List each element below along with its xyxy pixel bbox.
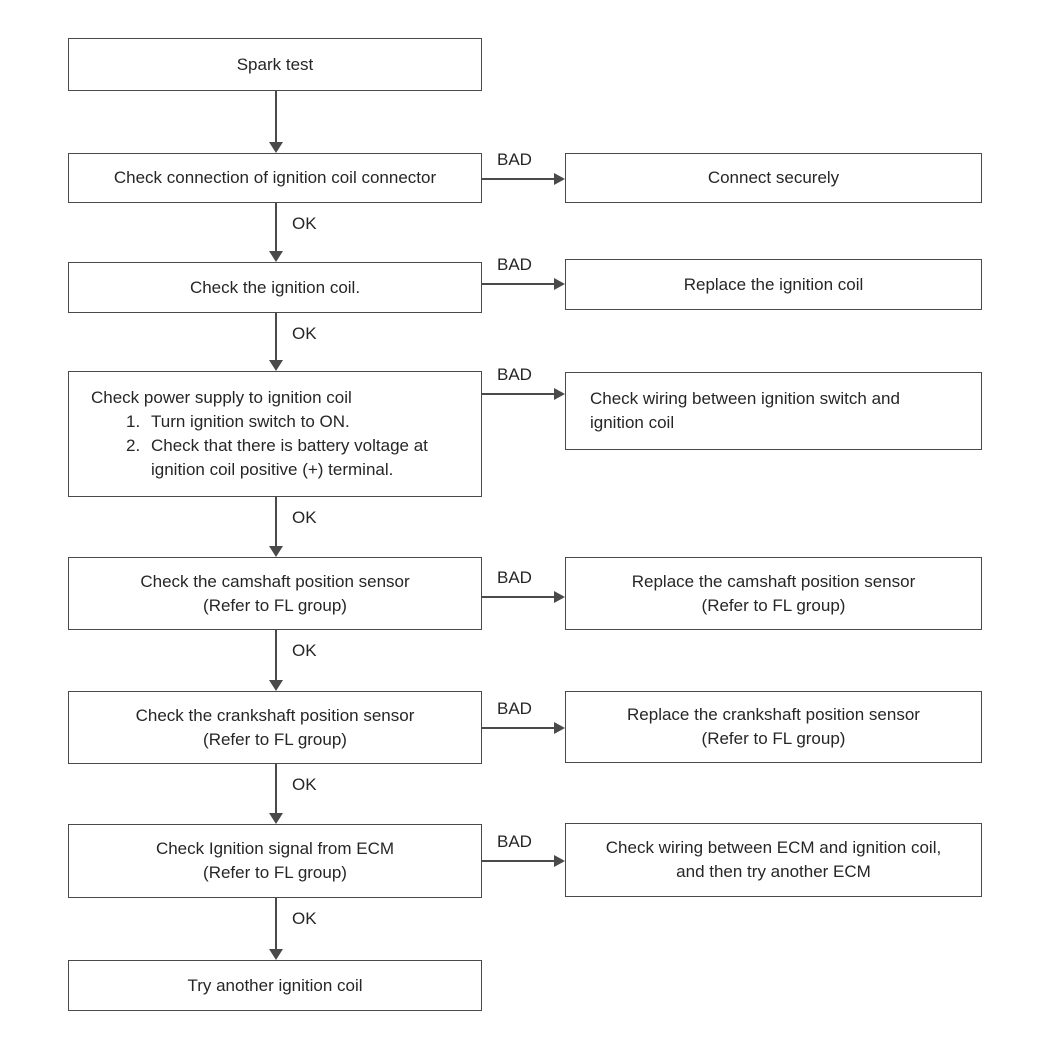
- node-label: Check wiring between ignition switch and: [590, 389, 900, 408]
- bad-arrow-line: [482, 393, 554, 395]
- step-text: Check that there is battery voltage at i…: [151, 434, 428, 482]
- node-replace-crankshaft-sensor: Replace the crankshaft position sensor (…: [565, 691, 982, 763]
- step-text-line: ignition coil positive (+) terminal.: [151, 460, 394, 479]
- node-check-wiring-ecm: Check wiring between ECM and ignition co…: [565, 823, 982, 897]
- node-try-another-coil: Try another ignition coil: [68, 960, 482, 1011]
- right-arrowhead-icon: [554, 278, 565, 290]
- node-check-camshaft-sensor: Check the camshaft position sensor (Refe…: [68, 557, 482, 630]
- ok-edge-label: OK: [292, 641, 317, 660]
- node-label: Spark test: [236, 54, 314, 74]
- bad-arrow-line: [482, 178, 554, 180]
- node-check-power-supply: Check power supply to ignition coil 1. T…: [68, 371, 482, 497]
- bad-arrow-line: [482, 727, 554, 729]
- step-text: Turn ignition switch to ON.: [151, 412, 350, 431]
- node-label: Try another ignition coil: [187, 975, 363, 995]
- node-label: Check the ignition coil.: [189, 277, 361, 297]
- node-label: (Refer to FL group): [203, 595, 347, 615]
- node-label: Check wiring between ECM and ignition co…: [605, 838, 942, 857]
- bad-edge-label: BAD: [497, 832, 532, 851]
- down-arrow-line: [275, 764, 277, 813]
- node-label: Check connection of ignition coil connec…: [113, 168, 437, 187]
- node-label: Replace the ignition coil: [683, 274, 864, 294]
- bad-edge-label: BAD: [497, 365, 532, 384]
- down-arrow-line: [275, 313, 277, 360]
- node-check-wiring-switch: Check wiring between ignition switch and…: [565, 372, 982, 450]
- down-arrowhead-icon: [269, 949, 283, 960]
- node-label: Check the camshaft position sensor: [140, 571, 410, 591]
- node-check-connection: Check connection of ignition coil connec…: [68, 153, 482, 203]
- down-arrowhead-icon: [269, 360, 283, 371]
- node-label: Connect securely: [707, 168, 840, 187]
- node-label: Check Ignition signal from ECM: [155, 839, 395, 858]
- down-arrow-line: [275, 898, 277, 949]
- step-number: 1.: [126, 412, 141, 431]
- right-arrowhead-icon: [554, 173, 565, 185]
- node-label: Check the crankshaft position sensor: [135, 705, 415, 725]
- node-check-crankshaft-sensor: Check the crankshaft position sensor (Re…: [68, 691, 482, 764]
- down-arrow-line: [275, 497, 277, 546]
- node-connect-securely: Connect securely: [565, 153, 982, 203]
- down-arrow-line: [275, 203, 277, 251]
- ok-edge-label: OK: [292, 909, 317, 928]
- bad-edge-label: BAD: [497, 255, 532, 274]
- numbered-step: 2. Check that there is battery voltage a…: [126, 434, 428, 482]
- node-label: ignition coil: [590, 413, 675, 432]
- ok-edge-label: OK: [292, 214, 317, 233]
- step-number: 2.: [126, 436, 141, 455]
- node-replace-camshaft-sensor: Replace the camshaft position sensor (Re…: [565, 557, 982, 630]
- bad-edge-label: BAD: [497, 150, 532, 169]
- bad-arrow-line: [482, 283, 554, 285]
- node-replace-ignition-coil: Replace the ignition coil: [565, 259, 982, 310]
- node-label: (Refer to FL group): [701, 729, 846, 748]
- right-arrowhead-icon: [554, 591, 565, 603]
- down-arrowhead-icon: [269, 546, 283, 557]
- right-arrowhead-icon: [554, 388, 565, 400]
- ok-edge-label: OK: [292, 508, 317, 527]
- node-check-ecm-signal: Check Ignition signal from ECM (Refer to…: [68, 824, 482, 898]
- right-arrowhead-icon: [554, 722, 565, 734]
- node-spark-test: Spark test: [68, 38, 482, 91]
- node-label: Replace the crankshaft position sensor: [627, 705, 920, 724]
- node-label: Check power supply to ignition coil: [91, 388, 352, 407]
- ok-edge-label: OK: [292, 775, 317, 794]
- ok-edge-label: OK: [292, 324, 317, 343]
- down-arrowhead-icon: [269, 813, 283, 824]
- node-label: and then try another ECM: [676, 862, 871, 881]
- down-arrowhead-icon: [269, 142, 283, 153]
- down-arrowhead-icon: [269, 251, 283, 262]
- down-arrowhead-icon: [269, 680, 283, 691]
- step-text-line: Check that there is battery voltage at: [151, 436, 428, 455]
- node-check-ignition-coil: Check the ignition coil.: [68, 262, 482, 313]
- node-label: (Refer to FL group): [203, 729, 347, 749]
- node-label: (Refer to FL group): [701, 595, 846, 615]
- numbered-step: 1. Turn ignition switch to ON.: [126, 410, 350, 434]
- bad-edge-label: BAD: [497, 699, 532, 718]
- bad-edge-label: BAD: [497, 568, 532, 587]
- down-arrow-line: [275, 91, 277, 142]
- right-arrowhead-icon: [554, 855, 565, 867]
- node-label: Replace the camshaft position sensor: [631, 571, 916, 591]
- node-label: (Refer to FL group): [203, 863, 347, 882]
- down-arrow-line: [275, 630, 277, 680]
- bad-arrow-line: [482, 596, 554, 598]
- bad-arrow-line: [482, 860, 554, 862]
